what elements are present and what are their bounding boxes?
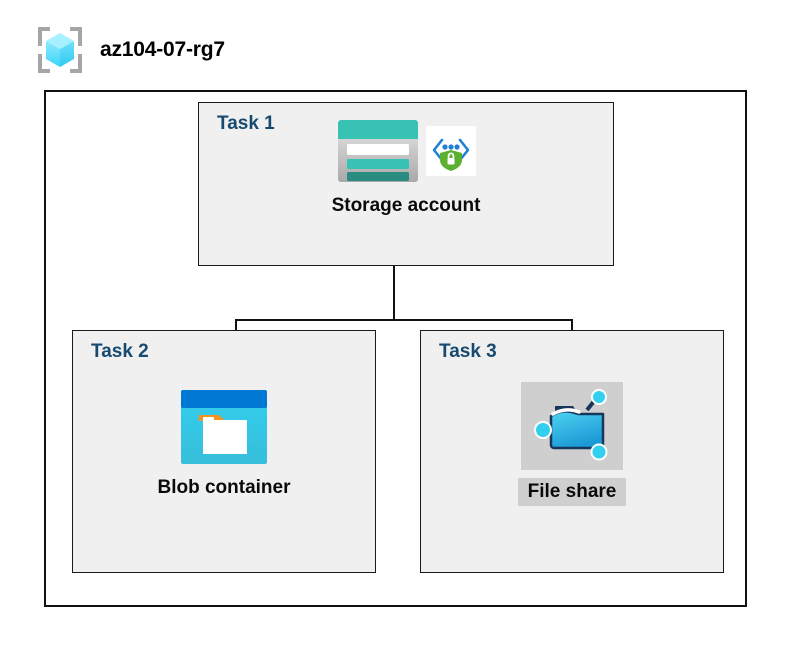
resource-group-cube-icon bbox=[34, 24, 86, 76]
storage-account-icon bbox=[336, 118, 420, 184]
connector-horizontal-bus bbox=[235, 319, 573, 321]
storage-account-caption: Storage account bbox=[331, 195, 481, 216]
file-share-folder-icon bbox=[529, 386, 615, 464]
node-storage-account[interactable]: Storage account bbox=[198, 118, 614, 220]
resource-group-header: az104-07-rg7 bbox=[34, 24, 225, 76]
task-1-label: Task 1 bbox=[217, 113, 275, 134]
blob-container-icon bbox=[179, 388, 269, 466]
blob-container-caption: Blob container bbox=[157, 477, 291, 498]
task-3-label: Task 3 bbox=[439, 341, 497, 362]
storage-account-icons bbox=[336, 118, 476, 184]
blob-container-icons bbox=[179, 388, 269, 466]
file-share-icons bbox=[521, 382, 623, 470]
file-share-caption: File share bbox=[517, 478, 627, 506]
secure-api-shield-icon bbox=[426, 126, 476, 176]
resource-group-name: az104-07-rg7 bbox=[100, 38, 225, 61]
node-blob-container[interactable]: Blob container bbox=[72, 388, 376, 502]
task-2-label: Task 2 bbox=[91, 341, 149, 362]
node-file-share[interactable]: File share bbox=[420, 382, 724, 506]
connector-storage-down bbox=[393, 266, 395, 321]
